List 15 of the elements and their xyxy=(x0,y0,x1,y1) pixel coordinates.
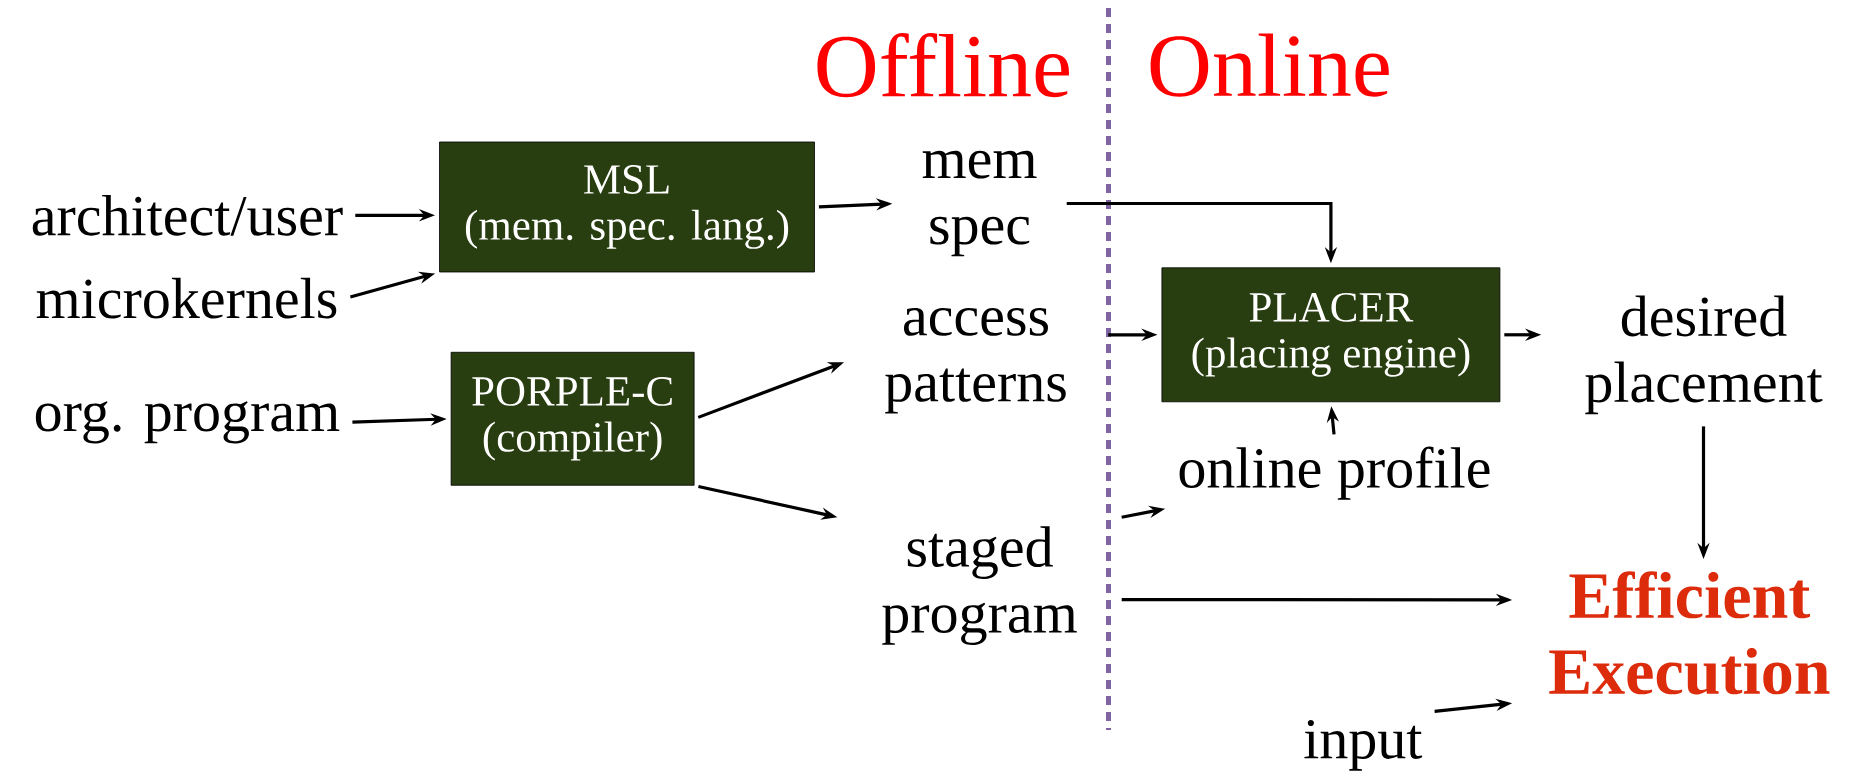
text-label: architect/user xyxy=(32,194,343,236)
text-label: desired placement xyxy=(1585,295,1823,415)
text-label: staged program xyxy=(882,526,1077,645)
process-box: MSL (mem. spec. lang.) xyxy=(439,141,815,273)
text-label: microkernels xyxy=(36,277,337,319)
text-label: access patterns xyxy=(885,307,1066,414)
text-label: mem spec xyxy=(922,150,1037,257)
process-box: PORPLE-C (compiler) xyxy=(450,351,695,486)
result-label: Efficient Execution xyxy=(1549,571,1830,695)
text-label: input xyxy=(1304,719,1423,771)
text-label: org. program xyxy=(35,401,340,444)
section-heading: Online xyxy=(1150,33,1389,97)
text-label: online profile xyxy=(1179,446,1490,500)
section-heading: Offline xyxy=(817,32,1069,98)
process-box: PLACER (placing engine) xyxy=(1161,267,1501,403)
